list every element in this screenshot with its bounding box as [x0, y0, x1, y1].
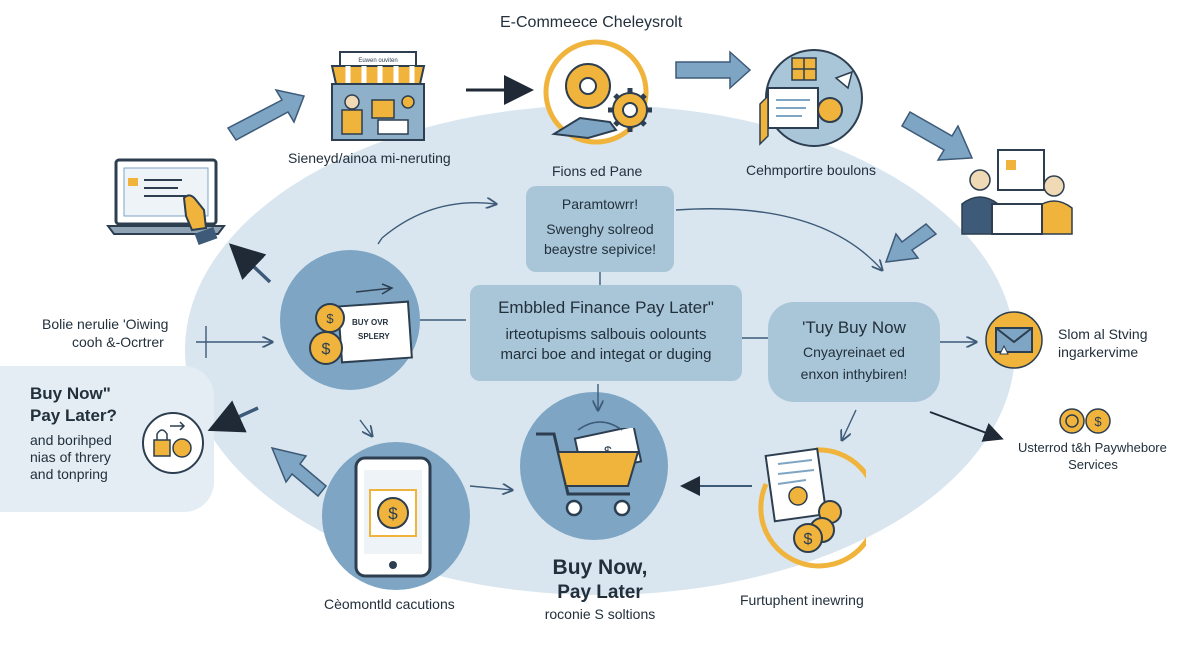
- people-desk-icon: [958, 146, 1082, 238]
- laptop-label-line1: Bolie nerulie 'Oiwing: [42, 316, 169, 332]
- center-top-line1: Paramtowrr!: [561, 196, 639, 212]
- coins-label: Furtuphent inewring: [740, 592, 864, 608]
- shopping-cart-icon: $: [534, 428, 654, 528]
- storefront-icon: Euwen ouviten: [326, 50, 430, 142]
- center-top-line3: beaystre sepivice!: [543, 241, 657, 257]
- svg-text:$: $: [326, 311, 334, 326]
- center-top-box: [526, 186, 674, 272]
- center-top-line2: Swenghy solreod: [546, 221, 654, 237]
- services-label-line2: Services: [1068, 457, 1118, 472]
- lock-coin-icon: [140, 410, 206, 476]
- svg-text:$: $: [804, 531, 813, 548]
- services-coins-icon: $: [1058, 406, 1118, 436]
- commerce-solutions-label: Cehmportire boulons: [746, 162, 876, 178]
- main-finance-box: [470, 285, 742, 381]
- commerce-document-icon: [756, 48, 868, 152]
- laptop-icon: [106, 158, 230, 248]
- laptop-label-line2: cooh &-Ocrtrer: [72, 334, 164, 350]
- buy-now-box-heading: 'Tuy Buy Now: [802, 318, 906, 337]
- services-label-line1: Usterrod t&h Paywhebore: [1018, 440, 1167, 455]
- bnpl-panel-sub-line1: and borihped: [30, 432, 112, 448]
- svg-text:$: $: [322, 341, 331, 358]
- main-box-line2: irteotupisms salbouis oolounts: [505, 326, 707, 343]
- tablet-label: Cèomontld cacutions: [324, 596, 455, 612]
- bnpl-title-line3: roconie S soltions: [544, 606, 656, 622]
- main-box-line3: marci boe and integat or duging: [500, 346, 712, 363]
- main-box-heading: Embbled Finance Pay Later": [498, 298, 714, 317]
- email-label-line2: ingarkervime: [1058, 344, 1139, 360]
- buy-now-box-line3: enxon inthybiren!: [800, 366, 908, 382]
- coins-document-icon: $: [756, 444, 866, 572]
- bnpl-panel-heading-line1: Buy Now": [30, 384, 111, 403]
- store-sign-text: Euwen ouviten: [358, 58, 397, 64]
- bnpl-title-line2: Pay Later: [557, 582, 643, 603]
- buy-now-box-line2: Cnyayreinaet ed: [803, 344, 905, 360]
- finance-gear-icon: [540, 38, 660, 148]
- diagram-title: E-Commeece Cheleysrolt: [500, 14, 683, 31]
- bnpl-panel-sub-line3: and tonpring: [30, 466, 108, 482]
- card-text-line1: BUY OVR: [352, 318, 389, 327]
- email-icon: [984, 310, 1044, 370]
- bnpl-panel-heading-line2: Pay Later?: [30, 406, 117, 425]
- finance-pane-label: Fions ed Pane: [552, 163, 643, 179]
- tablet-icon: $: [354, 456, 434, 578]
- card-text-line2: SPLERY: [358, 332, 390, 341]
- coins-card-icon: $ $: [296, 282, 416, 372]
- svg-text:$: $: [1094, 414, 1102, 429]
- bnpl-title-line1: Buy Now,: [552, 556, 648, 579]
- svg-text:$: $: [388, 504, 398, 523]
- storefront-label: Sieneyd/ainoa mi-neruting: [288, 150, 451, 166]
- buy-now-box: [768, 302, 940, 402]
- email-label-line1: Slom al Stving: [1058, 326, 1148, 342]
- bnpl-panel-sub-line2: nias of threry: [30, 449, 111, 465]
